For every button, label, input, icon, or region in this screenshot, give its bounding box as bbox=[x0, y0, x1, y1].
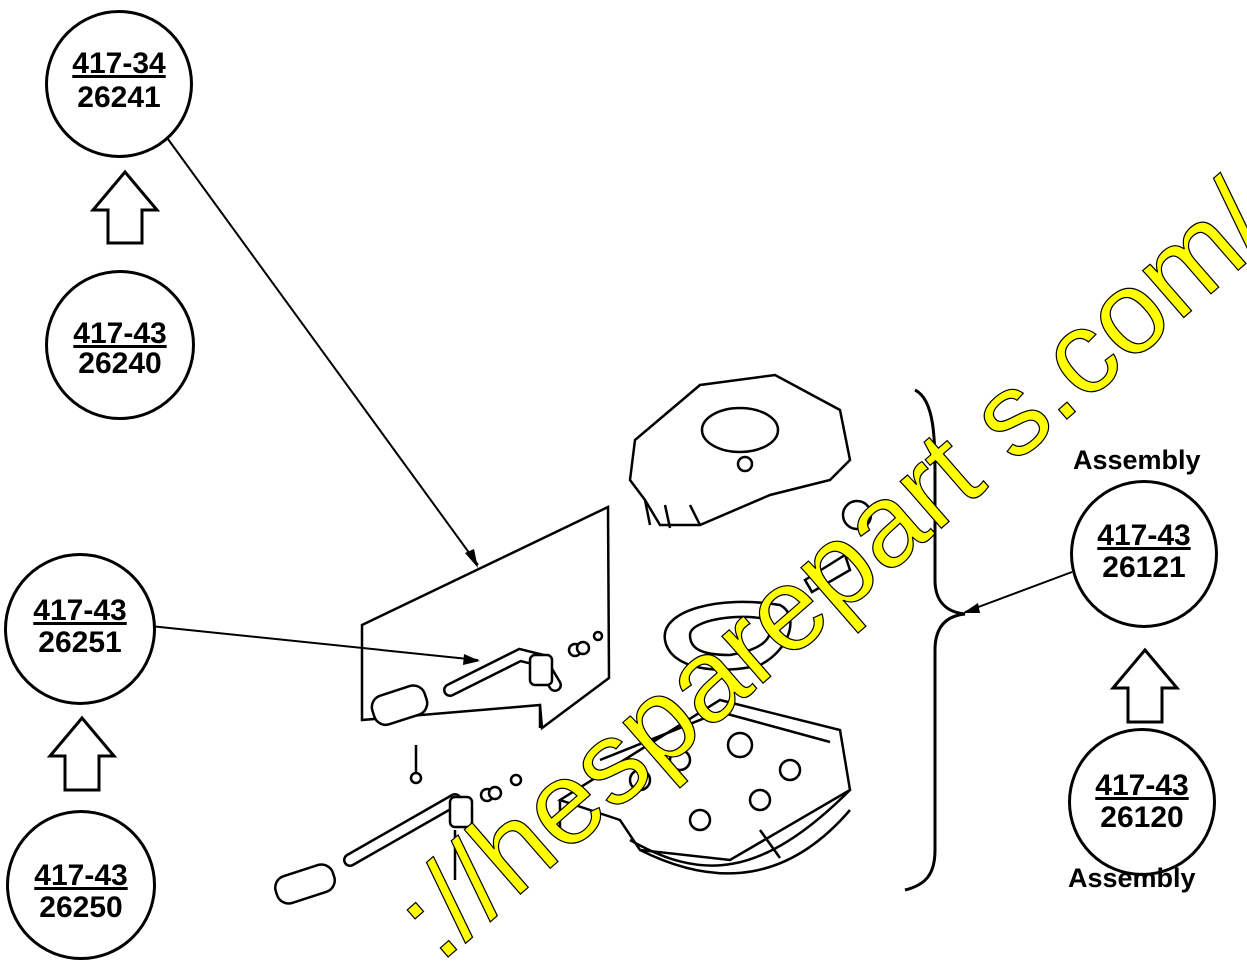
leader-arrowheads bbox=[463, 549, 980, 665]
callout-26251: 417-43 26251 bbox=[4, 553, 156, 705]
callout-top-number: 417-43 bbox=[1095, 769, 1189, 802]
callout-bottom-number: 26251 bbox=[38, 626, 122, 659]
assembly-label-bottom: Assembly bbox=[1068, 863, 1196, 893]
callout-bottom-number: 26241 bbox=[77, 81, 161, 114]
callout-26120: 417-43 26120 bbox=[1068, 728, 1216, 876]
callout-top-number: 417-43 bbox=[73, 317, 167, 350]
callout-top-number: 417-43 bbox=[34, 859, 128, 892]
assembly-label-top: Assembly bbox=[1073, 445, 1201, 475]
engine-parts bbox=[274, 373, 873, 905]
callout-bottom-number: 26121 bbox=[1102, 551, 1186, 584]
up-arrow-icon bbox=[46, 715, 118, 792]
assembly-brace bbox=[904, 388, 966, 892]
callout-26250: 417-43 26250 bbox=[6, 810, 156, 960]
leader-lines bbox=[149, 134, 1073, 661]
up-arrow-icon bbox=[1109, 647, 1181, 724]
callout-26121: 417-43 26121 bbox=[1070, 480, 1218, 628]
callout-top-number: 417-43 bbox=[1097, 519, 1191, 552]
callout-top-number: 417-43 bbox=[33, 594, 127, 627]
callout-bottom-number: 26250 bbox=[39, 891, 123, 924]
up-arrow-icon bbox=[89, 169, 161, 245]
callout-bottom-number: 26240 bbox=[78, 347, 162, 380]
callout-26241: 417-34 26241 bbox=[45, 10, 193, 158]
callout-top-number: 417-34 bbox=[72, 47, 166, 80]
callout-bottom-number: 26120 bbox=[1100, 801, 1184, 834]
callout-26240: 417-43 26240 bbox=[45, 270, 195, 420]
